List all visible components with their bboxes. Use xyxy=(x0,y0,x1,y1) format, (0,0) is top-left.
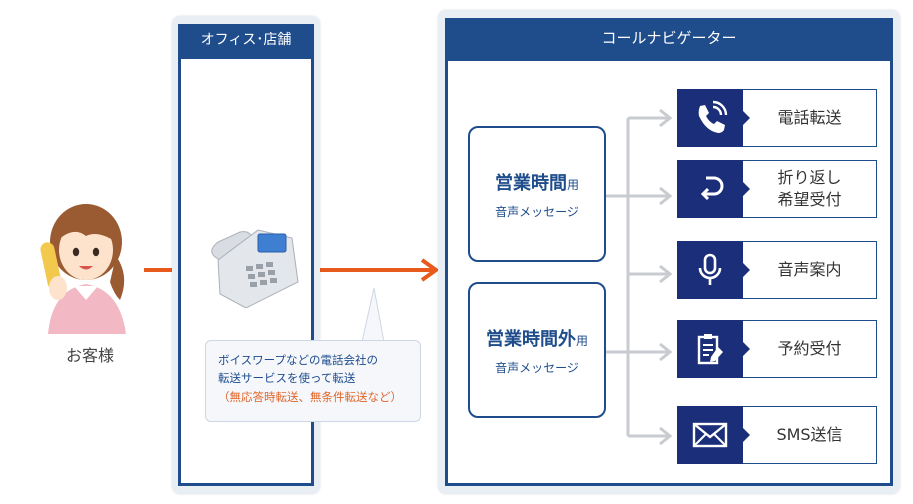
office-phone-icon xyxy=(211,229,299,308)
navigator-title: コールナビゲーター xyxy=(445,18,893,58)
note-callout-tail xyxy=(361,287,385,343)
note-line-2: 転送サービスを使って転送 xyxy=(218,371,356,386)
message-subtitle: 音声メッセージ xyxy=(495,360,579,375)
option-reservation: 予約受付 xyxy=(677,320,877,378)
option-label: SMS送信 xyxy=(743,406,877,464)
message-suffix: 用 xyxy=(575,333,588,348)
message-subtitle: 音声メッセージ xyxy=(495,204,579,219)
option-label: 予約受付 xyxy=(743,320,877,378)
customer-label: お客様 xyxy=(65,346,114,365)
option-callback-request: 折り返し 希望受付 xyxy=(677,160,877,218)
option-voice-guidance: 音声案内 xyxy=(677,241,877,299)
microphone-icon xyxy=(698,253,722,285)
message-suffix: 用 xyxy=(566,177,579,192)
phone-ringing-icon xyxy=(698,100,728,133)
note-line-1: ボイスワープなどの電話会社の xyxy=(218,353,378,367)
arrow-office-to-navigator xyxy=(308,258,440,282)
after-hours-message: 営業時間外用 音声メッセージ xyxy=(468,282,606,418)
option-label: 折り返し 希望受付 xyxy=(743,160,877,218)
option-label: 音声案内 xyxy=(743,241,877,299)
message-title: 営業時間外 xyxy=(485,328,576,350)
envelope-icon xyxy=(692,422,728,448)
message-title: 営業時間 xyxy=(494,172,567,194)
return-arrow-icon xyxy=(700,176,724,201)
option-sms: SMS送信 xyxy=(677,406,877,464)
connector-tree xyxy=(606,108,673,446)
option-label: 電話転送 xyxy=(743,89,877,147)
office-title: オフィス･店舗 xyxy=(178,24,314,56)
business-hours-message: 営業時間用 音声メッセージ xyxy=(468,126,606,262)
transfer-note: ボイスワープなどの電話会社の 転送サービスを使って転送 （無応答時転送、無条件転… xyxy=(205,340,421,422)
note-line-3: （無応答時転送、無条件転送など） xyxy=(218,389,402,404)
option-phone-transfer: 電話転送 xyxy=(677,89,877,147)
clipboard-pen-icon xyxy=(697,334,723,365)
customer-illustration xyxy=(40,204,126,334)
